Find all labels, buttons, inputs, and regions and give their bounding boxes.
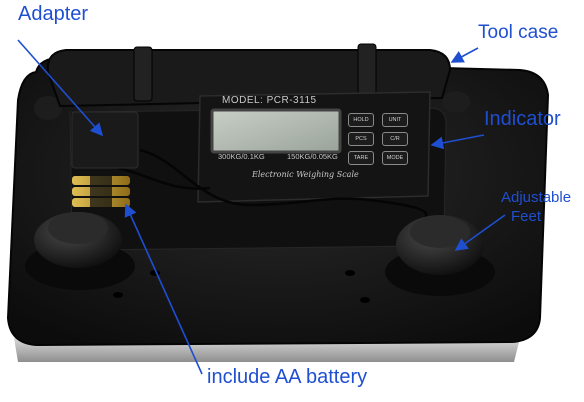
adapter-arrow bbox=[17, 39, 104, 137]
mode-key[interactable]: MODE bbox=[382, 151, 408, 165]
cable bbox=[117, 148, 428, 224]
capacity-left: 300KG/0.1KG bbox=[218, 152, 265, 161]
cr-key[interactable]: C/R bbox=[382, 132, 408, 146]
battery-arrow bbox=[124, 203, 203, 375]
tool-case-arrow bbox=[450, 47, 479, 63]
feet-arrow bbox=[454, 214, 506, 251]
adjustable-feet-label: Adjustable Feet bbox=[501, 188, 583, 226]
indicator-arrow bbox=[430, 134, 485, 150]
callout-arrows bbox=[17, 39, 506, 375]
adjustable-foot-left bbox=[25, 212, 135, 290]
tool-case-label: Tool case bbox=[478, 22, 559, 43]
battery-label: include AA battery bbox=[207, 366, 368, 388]
hold-key[interactable]: HOLD bbox=[348, 113, 374, 127]
adapter-label: Adapter bbox=[18, 3, 89, 25]
capacity-right: 150KG/0.05KG bbox=[287, 152, 338, 161]
adapter bbox=[71, 111, 139, 169]
pcs-key[interactable]: PCS bbox=[348, 132, 374, 146]
indicator-label: Indicator bbox=[484, 108, 561, 130]
aa-batteries bbox=[72, 176, 130, 207]
lcd-display bbox=[210, 108, 342, 154]
tare-key[interactable]: TARE bbox=[348, 151, 374, 165]
model-label: MODEL: PCR-3115 bbox=[222, 95, 317, 106]
brand-label: Electronic Weighing Scale bbox=[252, 170, 359, 179]
feet-label-line2: Feet bbox=[511, 208, 542, 225]
tool-case-lid bbox=[46, 43, 452, 108]
unit-key[interactable]: UNIT bbox=[382, 113, 408, 127]
adjustable-foot-right bbox=[385, 215, 495, 296]
indicator-unit bbox=[197, 91, 431, 203]
feet-label-line1: Adjustable bbox=[501, 189, 572, 206]
